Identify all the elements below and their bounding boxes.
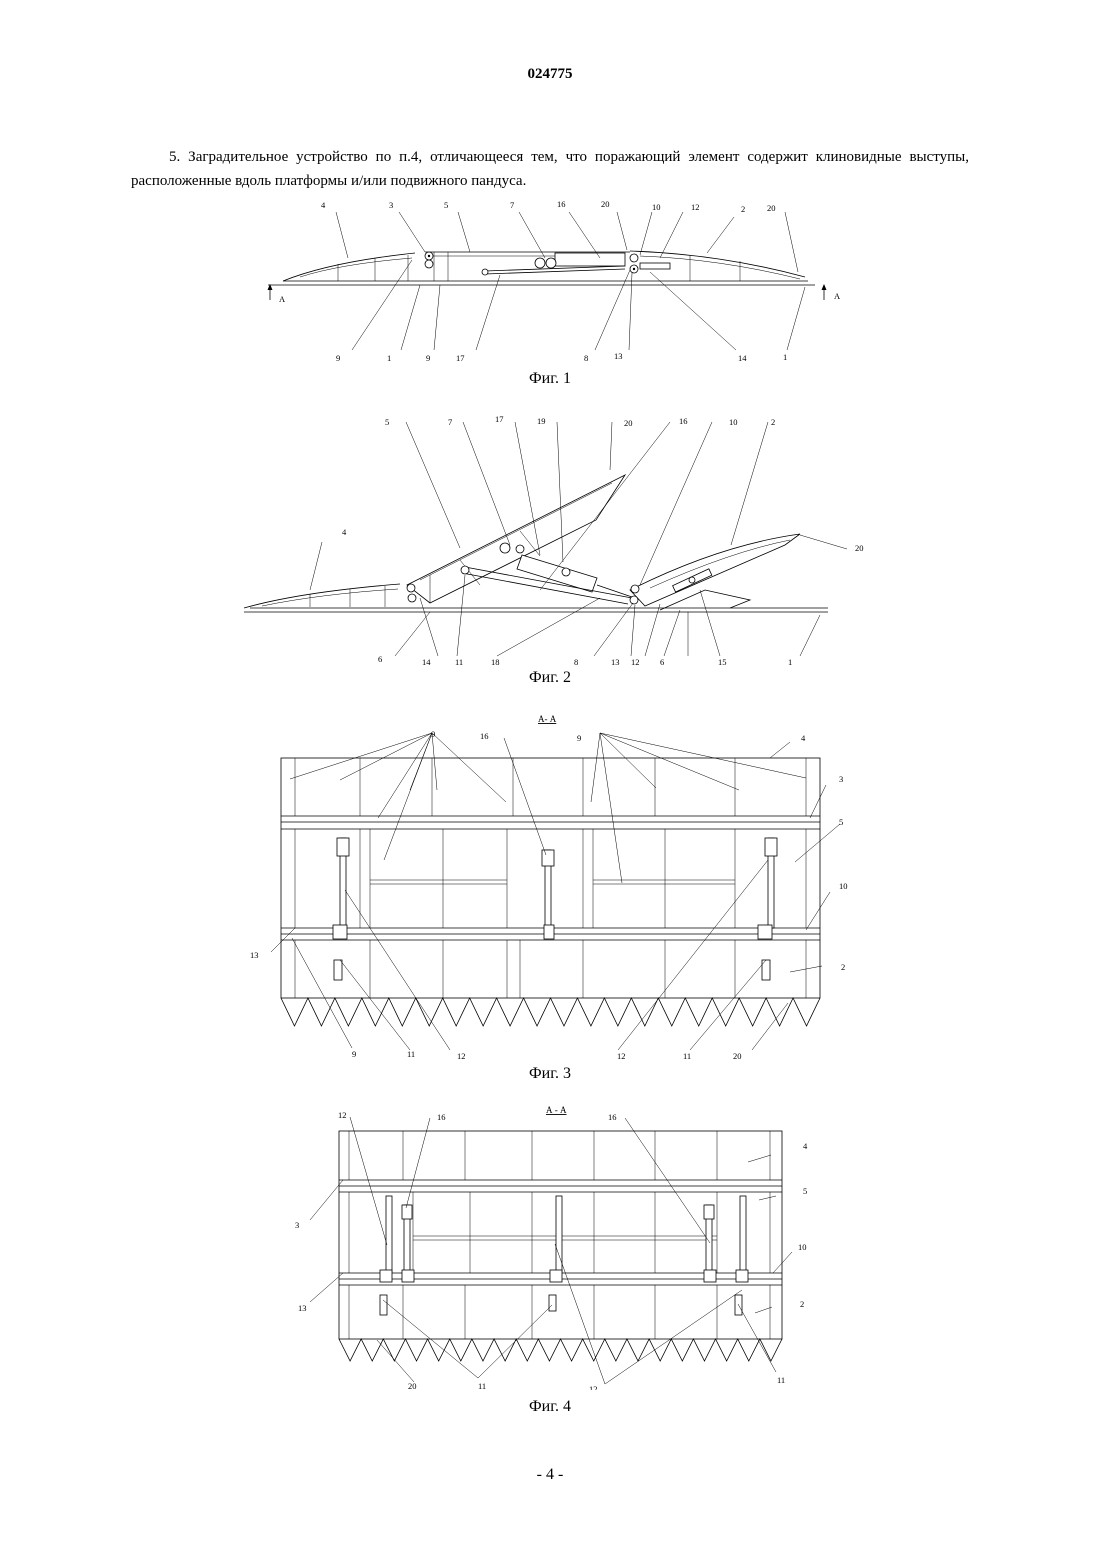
- fig4-label: 16: [437, 1112, 446, 1122]
- fig3-label: 12: [457, 1051, 466, 1061]
- fig2-label: 20: [624, 418, 633, 428]
- fig2-label: 4: [342, 527, 347, 537]
- fig2-label: 10: [729, 417, 738, 427]
- fig1-label: 8: [584, 353, 588, 363]
- fig2-label: 16: [679, 416, 688, 426]
- fig1-label: 3: [389, 200, 393, 210]
- fig3-label: 3: [839, 774, 843, 784]
- fig2-label: 19: [537, 416, 546, 426]
- figure-1-caption: Фиг. 1: [0, 370, 1100, 388]
- fig3-label: 9: [352, 1049, 356, 1059]
- fig1-label: 4: [321, 200, 326, 210]
- fig1-label: 16: [557, 199, 566, 209]
- fig1-label: 1: [387, 353, 391, 363]
- fig2-label: 2: [771, 417, 775, 427]
- fig3-label: 13: [250, 950, 259, 960]
- fig2-label: 6: [378, 654, 382, 664]
- figure-2-drawing: 5 7 17 19 20 16 10 2 4 20 6 14 11 18 8 1…: [0, 405, 1100, 665]
- fig4-label: 13: [298, 1303, 307, 1313]
- fig3-label: 9: [431, 729, 435, 739]
- fig2-label: 11: [455, 657, 463, 665]
- page-number: - 4 -: [0, 1466, 1100, 1484]
- fig1-label: 13: [614, 351, 623, 361]
- fig1-label: 12: [691, 202, 700, 212]
- claim-paragraph: 5. Заградительное устройство по п.4, отл…: [131, 145, 969, 193]
- fig3-label: 20: [733, 1051, 742, 1061]
- fig2-label: 1: [788, 657, 792, 665]
- figure-3-caption: Фиг. 3: [0, 1065, 1100, 1083]
- fig3-label: 9: [577, 733, 581, 743]
- fig4-label: 11: [478, 1381, 486, 1390]
- fig4-label: 12: [589, 1384, 598, 1390]
- fig1-label: 9: [336, 353, 340, 363]
- fig4-label: 5: [803, 1186, 807, 1196]
- figure-4-drawing: А - А: [0, 1100, 1100, 1390]
- fig1-label: 1: [783, 352, 787, 362]
- fig2-label: 15: [718, 657, 727, 665]
- fig4-label: 12: [338, 1110, 347, 1120]
- fig1-label: 17: [456, 353, 465, 363]
- fig4-label: 3: [295, 1220, 299, 1230]
- fig1-section-mark-right: А: [834, 291, 841, 301]
- fig3-label: 16: [480, 731, 489, 741]
- fig4-label: 2: [800, 1299, 804, 1309]
- fig4-label: 10: [798, 1242, 807, 1252]
- fig2-label: 7: [448, 417, 452, 427]
- fig1-label: 9: [426, 353, 430, 363]
- fig2-label: 6: [660, 657, 664, 665]
- fig3-label: 11: [683, 1051, 691, 1061]
- fig4-label: 20: [408, 1381, 417, 1390]
- fig4-section-title: А - А: [546, 1105, 567, 1115]
- fig1-label: 7: [510, 200, 514, 210]
- fig3-label: 5: [839, 817, 843, 827]
- figure-2-caption: Фиг. 2: [0, 669, 1100, 687]
- figure-3-drawing: А- А: [0, 710, 1100, 1065]
- fig1-label: 10: [652, 202, 661, 212]
- fig1-label: 14: [738, 353, 747, 363]
- fig4-label: 11: [777, 1375, 785, 1385]
- fig2-label: 14: [422, 657, 431, 665]
- fig1-label: 2: [741, 204, 745, 214]
- fig3-label: 4: [801, 733, 806, 743]
- fig3-section-title: А- А: [538, 714, 557, 724]
- fig4-label: 16: [608, 1112, 617, 1122]
- fig3-label: 10: [839, 881, 848, 891]
- fig3-label: 2: [841, 962, 845, 972]
- fig2-label: 5: [385, 417, 389, 427]
- fig2-label: 20: [855, 543, 864, 553]
- figure-4-caption: Фиг. 4: [0, 1398, 1100, 1416]
- fig1-label: 20: [767, 203, 776, 213]
- fig2-label: 18: [491, 657, 500, 665]
- document-number: 024775: [0, 66, 1100, 83]
- fig4-label: 4: [803, 1141, 808, 1151]
- fig2-label: 8: [574, 657, 578, 665]
- fig1-label: 5: [444, 200, 448, 210]
- fig2-label: 13: [611, 657, 620, 665]
- fig3-label: 12: [617, 1051, 626, 1061]
- fig1-section-mark-left: А: [279, 294, 286, 304]
- fig2-label: 12: [631, 657, 640, 665]
- fig2-label: 17: [495, 414, 504, 424]
- fig1-label: 20: [601, 199, 610, 209]
- fig3-label: 11: [407, 1049, 415, 1059]
- figure-1-drawing: А А 4 3 5 7 16 20 10 12 2 20 9 1 9 17 8 …: [0, 195, 1100, 370]
